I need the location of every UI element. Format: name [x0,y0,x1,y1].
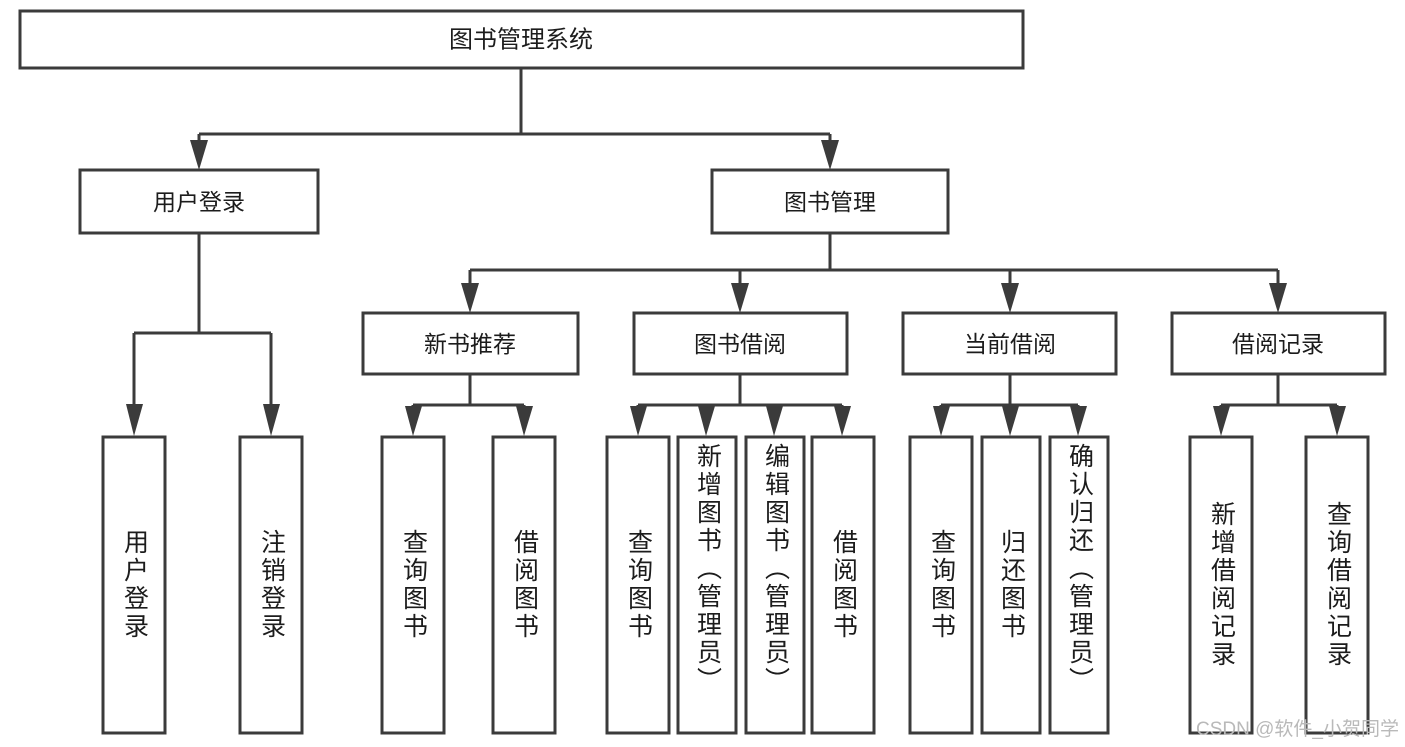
arrowhead-bookborrow-l1 [630,406,647,436]
node-book-borrow-box[interactable] [632,311,849,376]
arrowhead-bookmgmt-c3 [1001,283,1019,313]
arrowhead-borrowrecord-l1 [1213,406,1230,436]
connector-group-bookborrow [630,374,851,436]
arrowhead-userlogin-leaf2 [263,404,280,436]
leaf-box-book-borrow-3[interactable] [744,435,806,735]
node-borrow-record-box[interactable] [1170,311,1387,376]
node-current-borrow-box[interactable] [901,311,1118,376]
leaf-box-user-login-2[interactable] [238,435,304,735]
arrowhead-currentborrow-l2 [1002,406,1019,436]
leaf-box-new-book-2[interactable] [491,435,557,735]
leaf-box-borrow-record-2[interactable] [1304,435,1370,735]
node-book-mgmt-label: 图书管理 [784,189,876,215]
node-user-login-box[interactable] [78,168,320,235]
leaf-box-new-book-1[interactable] [380,435,446,735]
arrowhead-root-to-bookmgmt [821,140,839,170]
arrowhead-root-to-userlogin [190,140,208,170]
node-current-borrow-label: 当前借阅 [964,331,1056,357]
leaf-box-current-borrow-3[interactable] [1048,435,1110,735]
leaf-box-borrow-record-1[interactable] [1188,435,1254,735]
node-borrow-record-label: 借阅记录 [1232,331,1324,357]
arrowhead-currentborrow-l1 [933,406,950,436]
node-user-login-label: 用户登录 [153,189,245,215]
watermark-text: CSDN @软件_小贺同学 [1196,719,1399,740]
arrowhead-bookmgmt-c1 [461,283,479,313]
arrowhead-bookborrow-l2 [698,406,715,436]
connector-group-bookmgmt [461,233,1287,313]
connector-group-borrowrecord [1213,374,1346,436]
leaf-box-book-borrow-2[interactable] [676,435,738,735]
connector-group-newbook [405,374,533,436]
node-new-book-label: 新书推荐 [424,331,516,357]
arrowhead-bookborrow-l3 [766,406,783,436]
connector-group-userlogin [126,233,280,436]
leaf-box-book-borrow-1[interactable] [605,435,671,735]
arrowhead-newbook-l2 [516,406,533,436]
node-new-book-box[interactable] [361,311,580,376]
arrowhead-bookmgmt-c2 [731,283,749,313]
node-book-borrow-label: 图书借阅 [694,331,786,357]
node-root-box[interactable] [18,9,1025,70]
arrowhead-currentborrow-l3 [1070,406,1087,436]
connector-group-currentborrow [933,374,1087,436]
arrowhead-userlogin-leaf1 [126,404,143,436]
leaf-box-user-login-1[interactable] [101,435,167,735]
leaf-box-current-borrow-1[interactable] [908,435,974,735]
arrowhead-bookmgmt-c4 [1269,283,1287,313]
arrowhead-bookborrow-l4 [834,406,851,436]
node-book-mgmt-box[interactable] [710,168,950,235]
connector-group-root [190,68,839,170]
arrowhead-newbook-l1 [405,406,422,436]
arrowhead-borrowrecord-l2 [1329,406,1346,436]
leaf-box-current-borrow-2[interactable] [980,435,1042,735]
leaf-box-book-borrow-4[interactable] [810,435,876,735]
node-root-label: 图书管理系统 [449,27,593,54]
